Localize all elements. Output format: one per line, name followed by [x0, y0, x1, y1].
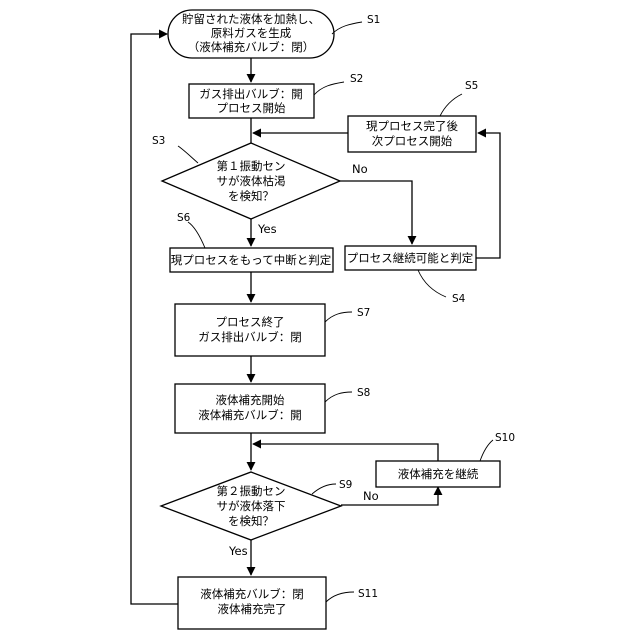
node-s9-line-1: 第２振動セン [217, 484, 286, 498]
leader-s2 [314, 82, 344, 95]
step-label-s4: S4 [452, 293, 466, 305]
arrow-s3-s4 [340, 181, 412, 244]
step-label-s7: S7 [357, 307, 370, 319]
node-s9: 第２振動セン サが液体落下 を検知？ [161, 472, 341, 540]
node-s11-line-1: 液体補充バルブ：閉 [200, 587, 304, 601]
node-s1-line-2: 原料ガスを生成 [211, 26, 292, 40]
node-s7: プロセス終了 ガス排出バルブ：閉 [175, 304, 325, 356]
node-s6: 現プロセスをもって中断と判定 [170, 248, 333, 272]
arrow-s9-s10 [341, 487, 438, 505]
step-label-s5: S5 [465, 80, 478, 92]
leader-s9 [312, 484, 336, 494]
node-s7-line-1: プロセス終了 [216, 315, 285, 329]
node-s3-line-2: サが液体枯渇 [217, 174, 286, 188]
leader-s7 [325, 312, 352, 322]
node-s2-line-2: プロセス開始 [217, 101, 286, 115]
arrow-loop-s11-s1 [131, 34, 178, 604]
arrow-s4-s5 [476, 133, 500, 258]
node-s5: 現プロセス完了後 次プロセス開始 [348, 116, 476, 152]
node-s5-line-2: 次プロセス開始 [372, 134, 453, 148]
step-label-s3: S3 [152, 135, 165, 147]
branch-s9-yes: Yes [228, 544, 248, 558]
branch-s3-no: No [352, 162, 368, 176]
node-s3-line-1: 第１振動セン [217, 159, 286, 173]
branch-s3-yes: Yes [257, 222, 277, 236]
node-s6-line-1: 現プロセスをもって中断と判定 [171, 253, 332, 267]
leader-s8 [325, 392, 352, 402]
step-label-s10: S10 [495, 432, 515, 444]
node-s5-line-1: 現プロセス完了後 [366, 119, 458, 133]
node-s8-line-2: 液体補充バルブ：開 [198, 408, 302, 422]
node-s2: ガス排出バルブ：開 プロセス開始 [189, 84, 314, 118]
node-s1-line-1: 貯留された液体を加熱し、 [182, 12, 320, 26]
leader-s11 [326, 592, 354, 602]
node-s9-line-3: を検知？ [228, 514, 274, 528]
node-s11-line-2: 液体補充完了 [218, 602, 287, 616]
node-s11: 液体補充バルブ：閉 液体補充完了 [178, 577, 326, 629]
step-label-s9: S9 [339, 479, 352, 491]
leader-s3 [178, 146, 198, 163]
node-s4: プロセス継続可能と判定 [345, 246, 476, 270]
leader-s5 [440, 94, 462, 116]
arrow-s10-main [253, 444, 438, 461]
node-s8: 液体補充開始 液体補充バルブ：開 [175, 384, 325, 433]
node-s3-line-3: を検知？ [228, 189, 274, 203]
node-s8-line-1: 液体補充開始 [216, 393, 285, 407]
node-s4-line-1: プロセス継続可能と判定 [347, 251, 474, 265]
leader-s1 [332, 22, 362, 34]
node-s10: 液体補充を継続 [376, 461, 500, 487]
step-label-s2: S2 [350, 73, 363, 85]
step-label-s8: S8 [357, 387, 370, 399]
node-s1: 貯留された液体を加熱し、 原料ガスを生成 （液体補充バルブ：閉） [168, 10, 334, 58]
step-label-s6: S6 [177, 212, 191, 224]
node-s9-line-2: サが液体落下 [217, 499, 286, 513]
step-label-s1: S1 [367, 14, 380, 26]
leader-s6 [188, 222, 205, 248]
node-s2-line-1: ガス排出バルブ：開 [199, 87, 303, 101]
leader-s10 [480, 440, 493, 461]
step-label-s11: S11 [358, 588, 378, 600]
leader-s4 [418, 270, 446, 297]
node-s1-line-3: （液体補充バルブ：閉） [188, 40, 315, 54]
node-s10-line-1: 液体補充を継続 [398, 467, 479, 481]
node-s7-line-2: ガス排出バルブ：閉 [198, 330, 302, 344]
branch-s9-no: No [363, 489, 379, 503]
